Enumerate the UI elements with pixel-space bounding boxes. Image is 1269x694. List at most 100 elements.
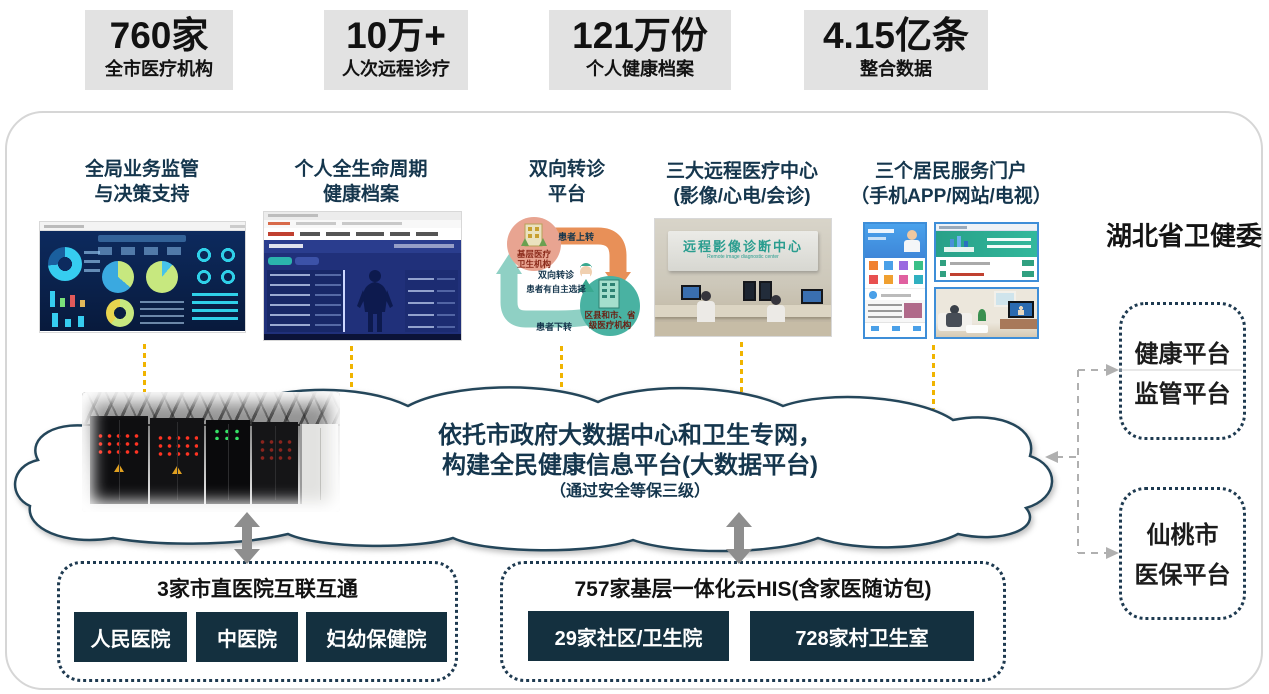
stat-number: 4.15亿条 [822,15,969,56]
dotted-link [143,344,146,400]
panel-line: 仙桃市 [1146,522,1219,549]
app-profile-row [865,288,925,300]
person-body [946,313,962,327]
rack-door-seam [119,420,120,500]
donut-chart [106,299,134,327]
tv-room-photo [934,287,1039,339]
app-title-bar [868,229,894,233]
tv-screen [1008,301,1034,318]
sign-subtitle: Remote image diagnostic center [707,254,779,260]
news-text [868,304,902,318]
doctor-coat [904,240,920,252]
progress-bars [192,293,238,325]
stat-medical-institutions: 760家 全市医疗机构 [85,10,233,90]
stat-health-records: 121万份 个人健康档案 [549,10,731,90]
head [771,295,781,305]
app-icon-grid [865,258,925,288]
server-room-photo [82,392,340,512]
monitor [743,281,756,301]
box-title: 3家市直医院互联互通 [157,578,358,601]
cloud-caption-line1: 依托市政府大数据中心和卫生专网， [438,422,822,449]
panel-line: 医保平台 [1134,562,1231,589]
chart-legend [84,251,100,277]
tab-pill [268,257,292,265]
primary-org-label-1: 基层医疗 [516,249,552,259]
hospital-button-maternal: 妇幼保健院 [306,612,447,662]
rack-door-seam [275,426,276,500]
primary-org-label-2: 卫生机构 [517,259,552,269]
gauge-rings [192,245,240,287]
cloud-caption-line3: （通过安全等保三级） [549,483,710,500]
up-arrow-shaft [546,227,627,272]
stat-telemedicine-visits: 10万+ 人次远程诊疗 [324,10,468,90]
body-silhouette [348,268,402,334]
health-record-screenshot [264,212,461,340]
sign-title: 远程影像诊断中心 [682,239,803,254]
head [701,291,711,301]
record-right-list [405,270,458,332]
hospital-org-label-2: 级医疗机构 [588,320,632,330]
server-rack [252,422,298,504]
stat-label: 全市医疗机构 [105,59,213,79]
server-rack [90,416,148,504]
doctor-figure [767,295,785,327]
record-body [264,240,461,340]
person-head [950,305,959,314]
monitor-screen [683,287,699,298]
hospital-org-label-1: 区县和市、省 [584,310,636,320]
title-line: 双向转诊 [528,159,605,180]
photo-edge-fade [82,392,340,512]
dotted-link [740,342,743,392]
down-arrow-head [496,254,522,274]
pie-chart [102,261,134,293]
monitor [681,285,701,300]
column-title-lifecycle-record: 个人全生命周期 健康档案 [261,157,461,207]
stat-number: 760家 [109,15,209,56]
stat-label: 整合数据 [860,59,932,79]
app-header [865,224,925,258]
hospital-button-tcm: 中医院 [196,612,298,662]
tv-content [1010,303,1032,316]
dashboard-screenshot [40,222,245,332]
floor [655,322,831,336]
table [966,325,988,333]
dotted-link [350,346,353,396]
referral-diagram: 基层医疗 卫生机构 区县和市、省 级医疗机构 患者上转 双向转诊 患者有自主选择… [494,216,644,340]
stat-integrated-data: 4.15亿条 整合数据 [804,10,988,90]
record-footer [264,334,461,340]
bar-chart [48,289,88,307]
rack-door-seam [320,428,321,500]
app-news-banner [865,300,925,322]
village-clinics-button: 728家村卫生室 [750,611,974,661]
kpi-row [98,247,186,255]
rack-door-seam [177,422,178,500]
doctor-figure [697,291,715,323]
stat-label: 人次远程诊疗 [342,59,450,79]
tab-pill [295,257,319,265]
ceiling-trusses [82,392,340,426]
title-line: （手机APP/网站/电视） [850,186,1052,207]
column-title-referral-platform: 双向转诊 平台 [497,157,637,207]
browser-titlebar [264,212,461,220]
server-cabinet-white [300,424,338,504]
title-line: 三个居民服务门户 [874,161,1027,182]
title-line: 与决策支持 [94,184,190,205]
column-title-supervision: 全局业务监管 与决策支持 [47,157,237,207]
tv-cabinet [1000,319,1037,329]
record-left-list [267,270,345,332]
dashboard-body [40,231,245,331]
building-icon [598,279,620,309]
title-line: 个人全生命周期 [294,159,428,180]
cloud-caption: 依托市政府大数据中心和卫生专网， 构建全民健康信息平台(大数据平台) （通过安全… [385,421,875,503]
dotted-link [932,345,935,409]
monitor [759,281,772,301]
app-menubar [264,228,461,240]
donut-chart [48,247,82,281]
mobile-app-screenshot [863,222,927,339]
pie-chart [146,261,178,293]
bar-chart [48,311,90,327]
referral-center-label-1: 双向转诊 [538,269,575,280]
remote-imaging-photo: 远程影像诊断中心 Remote image diagnostic center [655,219,831,336]
title-line: 健康档案 [322,184,399,205]
